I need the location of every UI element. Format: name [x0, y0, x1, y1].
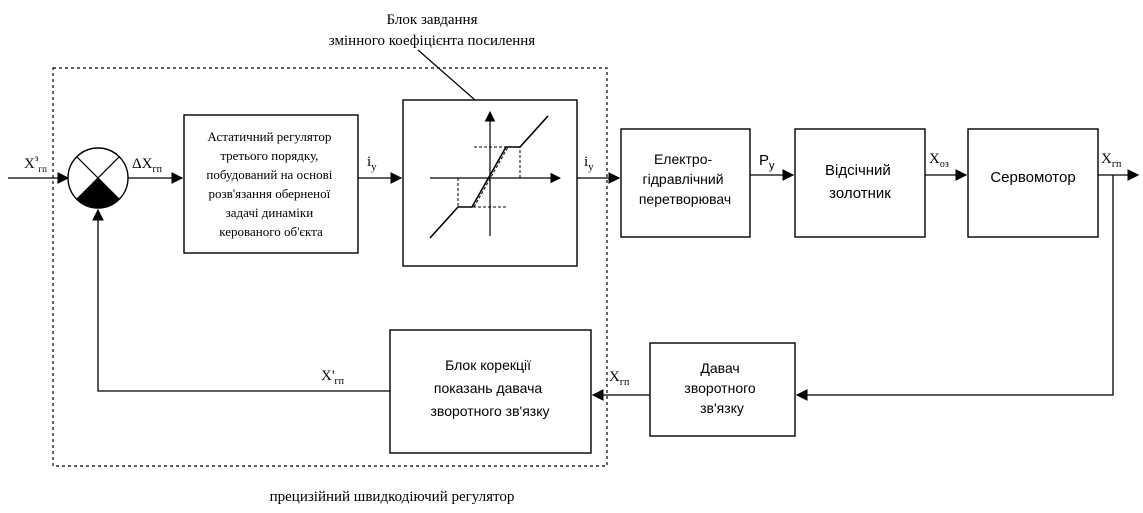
- astatic-regulator-block: Астатичний регулятор третього порядку, п…: [183, 114, 359, 254]
- variable-gain-block: [402, 99, 578, 267]
- electrohydraulic-converter-text: Електро- гідравлічний перетворювач: [639, 151, 731, 207]
- iy-signal-label-2: iу: [584, 154, 594, 173]
- xoz-signal-label: Xоз: [929, 151, 949, 170]
- gain-characteristic-curve: [429, 115, 549, 239]
- gain-block-pointer-line: [417, 49, 476, 101]
- feedback-path-line: [795, 175, 1114, 401]
- output-signal-label: Xгп: [1101, 151, 1122, 170]
- feedback-sensor-text: Давач зворотного зв'язку: [684, 360, 759, 416]
- summing-junction: [67, 147, 129, 209]
- electrohydraulic-converter-block: Електро- гідравлічний перетворювач: [620, 128, 751, 238]
- correction-text: Блок корекції показань давача зворотного…: [431, 357, 550, 419]
- cutoff-spool-block: Відсічний золотник: [794, 128, 926, 238]
- corrected-feedback-line: [92, 208, 390, 392]
- correction-block: Блок корекції показань давача зворотного…: [389, 329, 592, 454]
- corrected-feedback-label: X'гп: [321, 368, 345, 387]
- precision-regulator-boundary: [52, 67, 608, 467]
- py-signal-label: Pу: [759, 152, 775, 172]
- gain-block-title-line1: Блок завдання: [387, 12, 478, 28]
- iy-signal-label-1: iу: [367, 154, 377, 173]
- input-signal-label: Xзгп: [24, 153, 47, 174]
- gain-block-title-line2: змінного коефіцієнта посилення: [329, 33, 535, 49]
- error-signal-label: ΔXгп: [132, 156, 163, 175]
- servomotor-block: Сервомотор: [967, 128, 1099, 238]
- precision-regulator-label: прецизійний швидкодіючий регулятор: [270, 489, 515, 505]
- servomotor-text: Сервомотор: [990, 169, 1075, 186]
- cutoff-spool-text: Відсічний золотник: [825, 162, 895, 202]
- regulator-text: Астатичний регулятор третього порядку, п…: [206, 129, 335, 239]
- feedback-sensor-block: Давач зворотного зв'язку: [649, 342, 796, 437]
- sensor-output-label: Xгп: [609, 369, 630, 388]
